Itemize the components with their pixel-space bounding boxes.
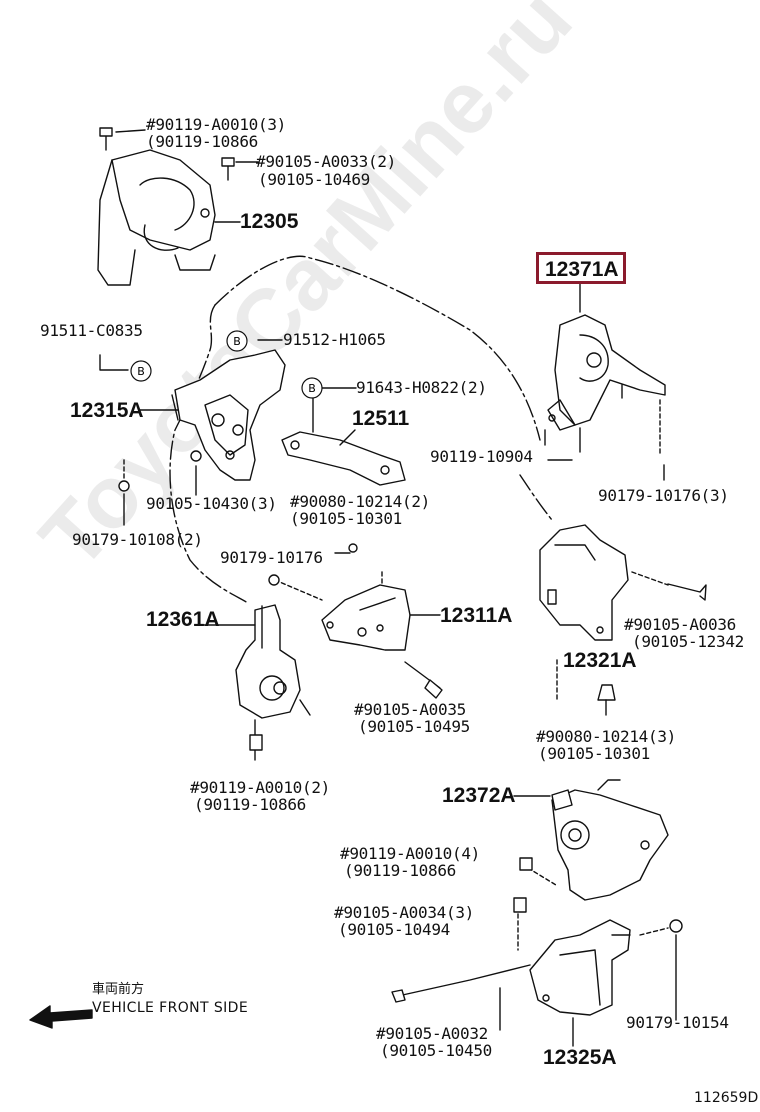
label-90179-10108-2[interactable]: 90179-10108(2) <box>72 530 203 549</box>
label-90105-10301-b[interactable]: (90105-10301 <box>538 744 650 763</box>
mount-12361A-shape <box>235 604 311 719</box>
circle-b-mark-3: B <box>301 377 323 399</box>
label-90179-10154[interactable]: 90179-10154 <box>626 1013 729 1032</box>
label-12511[interactable]: 12511 <box>352 407 410 430</box>
engine-outline-right <box>519 474 553 521</box>
label-90119-A0010-3[interactable]: #90119-A0010(3) <box>146 115 286 134</box>
label-90105-A0034-3[interactable]: #90105-A0034(3) <box>334 903 474 922</box>
svg-text:B: B <box>233 335 241 348</box>
label-12321A[interactable]: 12321A <box>563 649 637 672</box>
vehicle-front-label: VEHICLE FRONT SIDE <box>92 1000 249 1016</box>
label-90105-10495[interactable]: (90105-10495 <box>358 717 470 736</box>
engine-outline-left <box>169 304 249 604</box>
label-91512-H1065[interactable]: 91512-H1065 <box>283 330 386 349</box>
label-12325A[interactable]: 12325A <box>543 1046 617 1069</box>
bracket-12315A-shape <box>171 349 286 481</box>
front-arrow <box>29 1005 93 1029</box>
bracket-12321A-shape <box>539 524 629 641</box>
label-90105-10301-a[interactable]: (90105-10301 <box>290 509 402 528</box>
bolt-icons-top <box>99 127 235 167</box>
label-91511-C0835[interactable]: 91511-C0835 <box>40 321 143 340</box>
part-12371A-callout[interactable]: 12371A <box>536 252 626 284</box>
label-90080-10214-3[interactable]: #90080-10214(3) <box>536 727 676 746</box>
part-12371A-label: 12371A <box>545 258 619 281</box>
label-90105-A0033-2[interactable]: #90105-A0033(2) <box>256 152 396 171</box>
figure-number: 112659D <box>694 1090 759 1106</box>
rod-12511-shape <box>281 431 406 486</box>
engine-outline <box>214 255 541 441</box>
label-90105-A0035[interactable]: #90105-A0035 <box>354 700 466 719</box>
label-90105-10450[interactable]: (90105-10450 <box>380 1041 492 1060</box>
bracket-12325A-shape <box>529 919 631 1016</box>
label-90105-A0036[interactable]: #90105-A0036 <box>624 615 736 634</box>
label-90080-10214-2[interactable]: #90080-10214(2) <box>290 492 430 511</box>
svg-text:B: B <box>137 365 145 378</box>
circle-b-mark-2: B <box>130 360 152 382</box>
label-91643-H0822-2[interactable]: 91643-H0822(2) <box>356 378 487 397</box>
label-90105-12342[interactable]: (90105-12342 <box>632 632 744 651</box>
label-90105-10494[interactable]: (90105-10494 <box>338 920 450 939</box>
bracket-12311A-shape <box>321 584 411 651</box>
label-90119-10866-c[interactable]: (90119-10866 <box>344 861 456 880</box>
label-12372A[interactable]: 12372A <box>442 784 516 807</box>
mount-12371A-shape <box>544 314 666 453</box>
label-12311A[interactable]: 12311A <box>440 604 513 627</box>
label-90119-A0010-4[interactable]: #90119-A0010(4) <box>340 844 480 863</box>
label-12305[interactable]: 12305 <box>240 210 299 233</box>
mount-12372A-shape <box>551 779 669 901</box>
label-12315A[interactable]: 12315A <box>70 399 144 422</box>
label-90179-10176-3[interactable]: 90179-10176(3) <box>598 486 729 505</box>
label-90105-10430-3[interactable]: 90105-10430(3) <box>146 494 277 513</box>
mount-12305-shape <box>97 129 229 286</box>
label-90119-10866[interactable]: (90119-10866 <box>146 132 258 151</box>
label-90105-A0032[interactable]: #90105-A0032 <box>376 1024 488 1043</box>
label-90119-10866-b[interactable]: (90119-10866 <box>194 795 306 814</box>
vehicle-front-label-jp: 車両前方 <box>92 982 145 997</box>
label-90105-10469[interactable]: (90105-10469 <box>258 170 370 189</box>
label-90119-A0010-2[interactable]: #90119-A0010(2) <box>190 778 330 797</box>
label-12361A[interactable]: 12361A <box>146 608 220 631</box>
label-90119-10904[interactable]: 90119-10904 <box>430 447 533 466</box>
circle-b-mark-1: B <box>226 330 248 352</box>
label-90179-10176[interactable]: 90179-10176 <box>220 548 323 567</box>
svg-text:B: B <box>308 382 316 395</box>
